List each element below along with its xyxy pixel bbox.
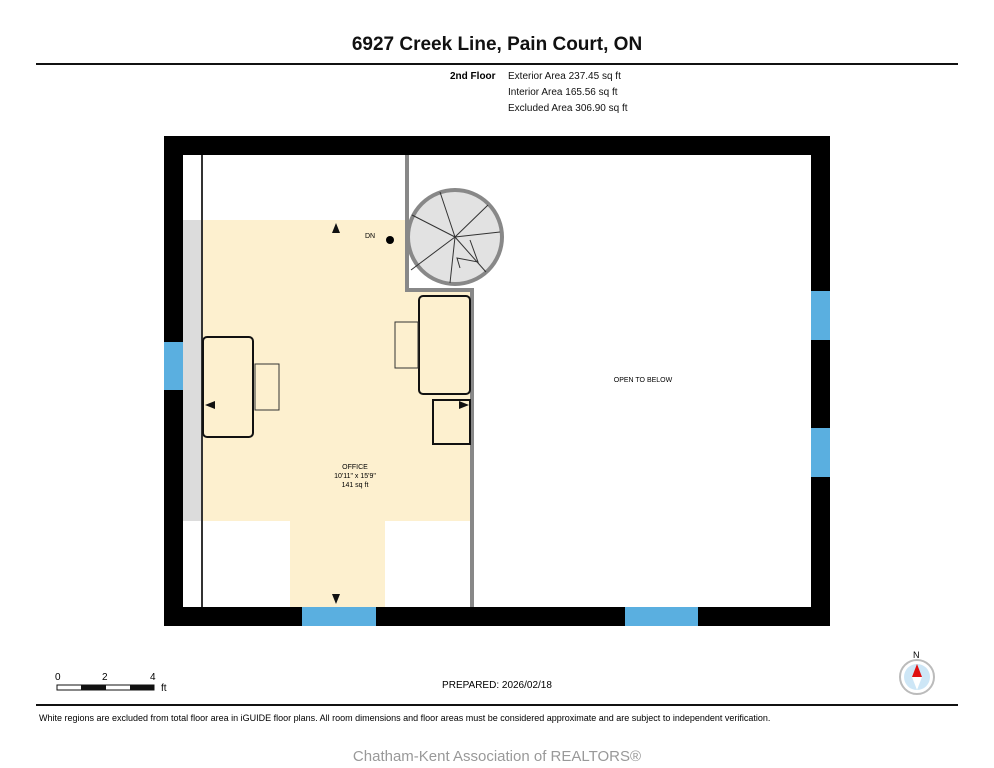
door-arrow <box>205 401 215 409</box>
desk <box>418 295 471 395</box>
svg-text:4: 4 <box>150 672 156 683</box>
excluded-strip <box>183 220 202 521</box>
compass-icon: N <box>899 650 935 695</box>
window <box>811 291 830 340</box>
footer-credit: Chatham-Kent Association of REALTORS® <box>352 748 642 765</box>
interior-area: Interior Area 165.56 sq ft <box>508 87 618 98</box>
cabinet <box>432 399 471 445</box>
desk <box>202 336 254 438</box>
floor-name: 2nd Floor <box>450 71 496 82</box>
prepared-date: PREPARED: 2026/02/18 <box>442 680 552 691</box>
scale-bar: 0 2 4 ft <box>55 672 167 694</box>
office-room <box>202 220 471 607</box>
exterior-area: Exterior Area 237.45 sq ft <box>508 71 621 82</box>
partition-wall <box>405 155 474 607</box>
disclaimer: White regions are excluded from total fl… <box>39 713 771 723</box>
spiral-stair <box>406 188 504 286</box>
svg-text:N: N <box>913 650 920 660</box>
window <box>811 428 830 477</box>
room-name: OFFICE <box>342 464 368 471</box>
divider <box>36 63 958 65</box>
room-area: 141 sq ft <box>342 482 369 489</box>
svg-text:ft: ft <box>161 683 167 694</box>
chair <box>394 321 419 369</box>
window <box>164 342 183 390</box>
svg-text:2: 2 <box>102 672 108 683</box>
open-to-below-label: OPEN TO BELOW <box>614 377 673 384</box>
door-arrow <box>459 401 469 409</box>
chair <box>254 363 280 411</box>
divider <box>36 704 958 706</box>
svg-text:0: 0 <box>55 672 61 683</box>
door-arrow <box>332 223 340 233</box>
excluded-area: Excluded Area 306.90 sq ft <box>508 103 628 114</box>
dn-label: DN <box>365 233 375 240</box>
room-dimensions: 10'11" x 15'9" <box>334 473 376 480</box>
window <box>625 607 698 626</box>
window <box>302 607 376 626</box>
page-title: 6927 Creek Line, Pain Court, ON <box>351 34 643 55</box>
door-arrow <box>332 594 340 604</box>
